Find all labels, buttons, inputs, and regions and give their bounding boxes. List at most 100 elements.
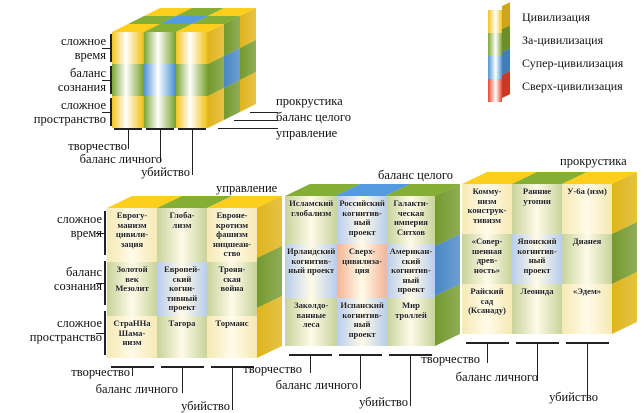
connector-line — [410, 356, 411, 406]
legend-swatch — [488, 33, 502, 56]
connector-line — [211, 366, 254, 368]
connector-line — [218, 128, 278, 129]
connector-line — [102, 112, 110, 113]
slab-cell: Сверх- цивилиза- ция — [337, 244, 387, 298]
slab-cell: Еврогу- манизм цивили- зация — [107, 208, 157, 262]
slab-cell: Исламский глобализм — [285, 196, 338, 245]
connector-line — [114, 128, 142, 130]
slab-cell: Тагора — [157, 315, 207, 358]
slab-cell: Европей- ский когни- тивный проект — [157, 261, 207, 316]
overview-cube-cell — [112, 32, 144, 64]
connector-line — [110, 66, 112, 94]
slab-cell: Заколдо- ванные леса — [285, 297, 338, 346]
connector-line — [178, 128, 206, 130]
column-label: творчество — [243, 362, 302, 376]
slab-cell: Райский сад (Ксанаду) — [462, 284, 512, 334]
legend-label: Сверх-цивилизация — [522, 79, 623, 93]
row-label: сложное пространство — [33, 98, 106, 126]
legend-swatch — [488, 79, 502, 102]
legend-swatch — [488, 56, 502, 79]
overview-cube-cell — [112, 96, 144, 128]
slab-cell: Ирландский когнитив- ный проект — [285, 244, 338, 298]
connector-line — [487, 344, 488, 363]
connector-line — [160, 130, 161, 162]
slab-2-side-cell — [435, 284, 460, 346]
depth-label: баланс целого — [276, 110, 351, 124]
column-label: убийство — [359, 395, 408, 409]
connector-line — [587, 344, 588, 401]
slab-3-side-face — [612, 172, 637, 334]
column-label: баланс личного — [455, 370, 538, 384]
slab-cell: Евроне- кротизм фашизм ницшеан- ство — [207, 208, 257, 262]
legend-swatch-side — [502, 71, 510, 98]
connector-line — [104, 211, 106, 255]
legend-swatch — [488, 10, 502, 33]
legend-bar-icon — [488, 2, 512, 102]
legend-label: Цивилизация — [522, 10, 591, 24]
overview-cube-cell — [112, 64, 144, 96]
slab-cell: Леонида — [512, 284, 562, 334]
overview-cube-cell — [176, 96, 208, 128]
row-label: баланс сознания — [57, 66, 106, 94]
slab-3-top-face — [462, 172, 637, 184]
slab-1-side-face — [257, 196, 282, 358]
slab-title: управление — [216, 181, 278, 195]
connector-line — [234, 120, 278, 121]
overview-cube-side-cell — [208, 88, 224, 128]
depth-label: управление — [276, 126, 338, 140]
slab-cell: Торманс — [207, 315, 257, 358]
row-label: баланс сознания — [53, 265, 102, 293]
connector-line — [192, 130, 193, 175]
connector-line — [250, 112, 278, 113]
slab-1-top-face — [107, 196, 282, 208]
connector-line — [339, 354, 382, 356]
connector-line — [232, 368, 233, 410]
overview-cube-cell — [176, 64, 208, 96]
slab-cell: СтраННа Шама- низм — [107, 315, 157, 358]
slab-cell: Троян- ская война — [207, 261, 257, 316]
connector-line — [516, 342, 559, 344]
slab-3-side-cell — [612, 272, 637, 334]
connector-line — [96, 333, 104, 334]
connector-line — [289, 354, 332, 356]
overview-cube-side-cell — [240, 72, 256, 112]
slab-cell: Американ- ский когнитив- ный проект — [386, 244, 435, 298]
slab-cell: «Совер- шенная древ- ность» — [462, 234, 512, 284]
column-label: убийство — [549, 390, 598, 404]
connector-line — [182, 368, 183, 393]
column-label: убийство — [181, 399, 230, 413]
overview-cube-cell — [176, 32, 208, 64]
slab-1-side-cell — [257, 296, 282, 358]
connector-line — [102, 80, 110, 81]
connector-line — [96, 233, 104, 234]
slab-cell: Ранние утопии — [512, 184, 562, 234]
connector-line — [96, 283, 104, 284]
overview-cube-cell — [144, 96, 176, 128]
connector-line — [566, 342, 609, 344]
column-label: баланс личного — [95, 382, 178, 396]
legend-label: Супер-цивилизация — [522, 56, 624, 70]
connector-line — [102, 48, 110, 49]
connector-line — [110, 98, 112, 126]
connector-line — [104, 311, 106, 355]
slab-2-side-face — [435, 184, 460, 346]
column-label: творчество — [421, 352, 480, 366]
connector-line — [466, 342, 509, 344]
slab-title: прокрустика — [560, 154, 627, 168]
slab-cell: Японский когнитив- ный проект — [512, 234, 562, 284]
column-label: творчество — [71, 365, 130, 379]
overview-cube-cell — [144, 32, 176, 64]
row-label: сложное время — [60, 34, 106, 62]
connector-line — [110, 34, 112, 62]
slab-title: баланс целого — [378, 168, 453, 182]
slab-cell: Глоба- лизм — [157, 208, 207, 262]
connector-line — [111, 366, 154, 368]
slab-cell: Мир троллей — [386, 297, 435, 346]
slab-cell: У-6а (изм) — [562, 184, 612, 234]
connector-line — [310, 356, 311, 373]
slab-cell: «Эдем» — [562, 284, 612, 334]
column-label: баланс личного — [79, 152, 162, 166]
